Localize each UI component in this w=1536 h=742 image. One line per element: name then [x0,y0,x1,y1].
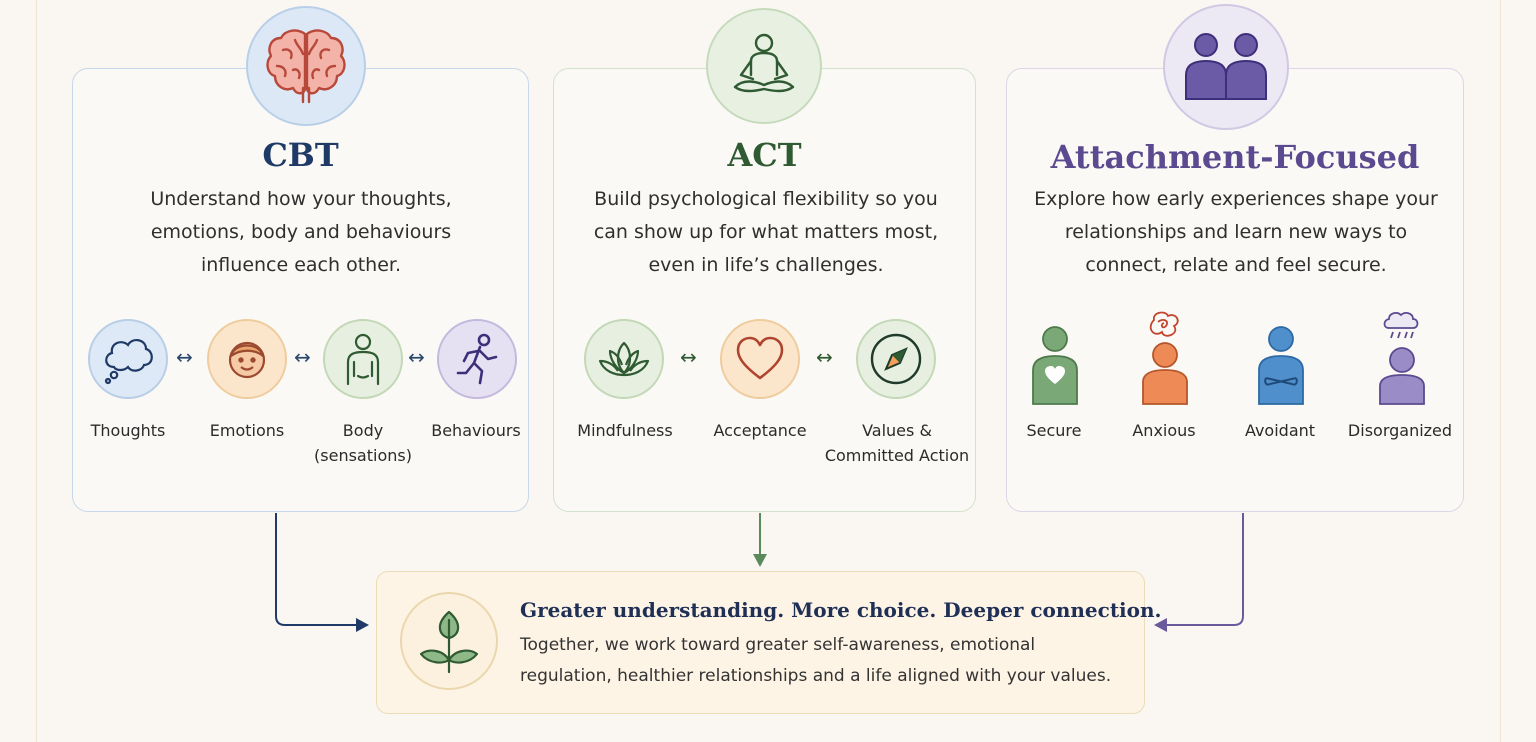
attachment-card [1006,68,1464,512]
frame-line-left [36,0,37,742]
person-raincloud-icon [1379,310,1425,410]
meditating-person-icon [706,8,822,124]
item-label-emotions: Emotions [209,421,285,440]
cbt-description: Understand how your thoughts, emotions, … [150,188,452,276]
cbt-card [72,68,529,512]
summary-title: Greater understanding. More choice. Deep… [520,598,1162,622]
bidirectional-arrow-icon: ↔ [294,345,311,369]
bidirectional-arrow-icon: ↔ [176,345,193,369]
item-label-disorganized: Disorganized [1347,421,1453,440]
attachment-description: Explore how early experiences shape your… [1034,188,1438,276]
lotus-icon [584,319,664,399]
act-title: ACT [727,136,802,174]
item-label-mindfulness: Mindfulness [577,421,673,440]
item-label-thoughts: Thoughts [90,421,166,440]
act-card [553,68,976,512]
running-person-icon [437,319,517,399]
bidirectional-arrow-icon: ↔ [816,345,833,369]
item-label-acceptance: Acceptance [713,421,807,440]
bidirectional-arrow-icon: ↔ [408,345,425,369]
summary-text: Together, we work toward greater self-aw… [520,635,1112,686]
compass-icon [856,319,936,399]
bidirectional-arrow-icon: ↔ [680,345,697,369]
act-description: Build psychological flexibility so you c… [593,188,939,276]
item-label-avoidant: Avoidant [1244,421,1316,440]
item-label-secure: Secure [1026,421,1082,440]
cbt-title: CBT [262,136,339,174]
person-arms-crossed-icon [1258,326,1304,410]
item-label-values: Values & Committed Action [824,421,970,465]
body-icon [323,319,403,399]
thought-bubble-icon [88,319,168,399]
summary-box [376,571,1145,714]
item-label-behaviours: Behaviours [431,421,521,440]
brain-icon [246,6,366,126]
person-scribble-icon [1142,310,1188,410]
item-label-body: Body (sensations) [314,421,412,465]
item-label-anxious: Anxious [1132,421,1196,440]
attachment-title: Attachment-Focused [1050,138,1420,176]
two-people-icon [1163,4,1289,130]
heart-icon [720,319,800,399]
plant-sprout-icon [400,592,498,690]
person-heart-icon [1032,326,1078,410]
frame-line-right [1500,0,1501,742]
face-icon [207,319,287,399]
